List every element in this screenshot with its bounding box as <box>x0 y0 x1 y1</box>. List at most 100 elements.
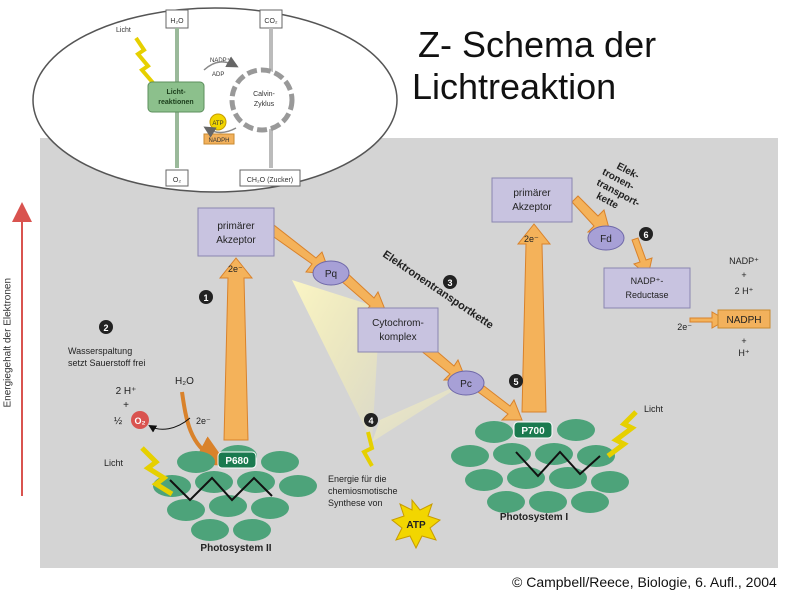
p700-label: P700 <box>521 426 545 437</box>
energy-line2: chemiosmotische <box>328 486 398 496</box>
inset-light: Licht <box>116 27 131 34</box>
two-h-ps2: 2 H⁺ <box>116 386 137 397</box>
nadp-reductase-line2: Reductase <box>625 290 668 300</box>
inset-o2-box <box>165 169 189 187</box>
step-4-number: 4 <box>368 416 373 426</box>
arrow-acc2-fd <box>571 195 611 233</box>
inset-arrow-atp <box>203 126 237 138</box>
energy-bolt-icon <box>361 431 375 467</box>
inset-atp: ATP <box>212 121 223 127</box>
inset-thylakoid <box>147 81 205 113</box>
title-line2: Lichtreaktion <box>412 66 617 107</box>
primary-acceptor-1 <box>197 207 275 257</box>
e-acc1: 2e⁻ <box>228 264 243 274</box>
energy-beam-2 <box>372 380 470 442</box>
inset-h2o: H₂O <box>170 18 184 25</box>
light-ps1-icon <box>606 410 638 458</box>
photosystem-2: P680 <box>153 445 317 541</box>
step-6: 6 <box>639 227 653 241</box>
inset-atp-icon <box>209 113 227 131</box>
inset-nadph-box <box>203 133 235 145</box>
credit-line: © Campbell/Reece, Biologie, 6. Aufl., 20… <box>512 574 777 590</box>
o2-label: O₂ <box>135 416 146 426</box>
step-3-number: 3 <box>447 278 452 288</box>
step-5-number: 5 <box>513 377 518 387</box>
light-ps2-label: Licht <box>104 458 124 468</box>
h-plus: H⁺ <box>738 348 749 358</box>
chloroplast-inset: H₂O CO₂ Licht Licht- reaktionen NADP⁺ AD… <box>32 7 398 193</box>
inset-lightning-icon <box>134 36 156 86</box>
arrow-pc-p700 <box>477 385 523 421</box>
acceptor1-line2: Akzeptor <box>216 235 256 246</box>
p680-label: P680 <box>225 456 249 467</box>
acceptor2-line1: primärer <box>513 188 551 199</box>
title-line1: Z- Schema der <box>418 24 657 65</box>
water-split-line2: setzt Sauerstoff frei <box>68 358 145 368</box>
inset-sugar: CH₂O (Zucker) <box>247 177 293 184</box>
inset-sugar-box <box>239 169 301 187</box>
inset-arrow-nadp <box>203 56 239 71</box>
inset-adp: ADP <box>212 72 224 78</box>
nadp-reductase <box>603 267 691 309</box>
ps2-excitation-arrow <box>218 257 254 441</box>
energy-line1: Energie für die <box>328 474 387 484</box>
step-5: 5 <box>509 374 523 388</box>
inset-lichtreaktionen-1: Licht- <box>166 89 186 96</box>
ps2-energy-transfer <box>169 476 273 502</box>
ps1-energy-transfer <box>515 450 601 478</box>
y-axis-label: Energiegehalt der Elektronen <box>2 277 14 408</box>
fd-label: Fd <box>600 234 612 245</box>
pc-label: Pc <box>460 379 472 390</box>
acceptor2-line2: Akzeptor <box>512 202 552 213</box>
plus-2: + <box>741 336 746 346</box>
water-split-line1: Wasserspaltung <box>68 346 132 356</box>
pq-carrier <box>312 260 350 286</box>
etc2-label-group: Elek- tronen- transport- kette <box>594 161 641 212</box>
h2o-label: H₂O <box>175 376 194 387</box>
step-3: 3 <box>443 275 457 289</box>
inset-o2: O₂ <box>173 177 181 184</box>
step-1: 1 <box>199 290 213 304</box>
nadph-label: NADPH <box>726 315 761 326</box>
cytochrome-complex <box>357 307 439 353</box>
ps1-label: Photosystem I <box>500 512 569 523</box>
photosystem-1: P700 <box>451 419 629 513</box>
e-ps2: 2e⁻ <box>196 416 211 426</box>
arrow-pq-cyt <box>339 271 387 313</box>
atp-label: ATP <box>406 520 426 531</box>
step-4: 4 <box>364 413 378 427</box>
inset-calvin-1: Calvin- <box>253 91 275 98</box>
arrow-fd-reductase <box>631 237 653 277</box>
acceptor1-line1: primärer <box>217 221 255 232</box>
light-ps1-label: Licht <box>644 404 664 414</box>
ps1-excitation-arrow <box>516 223 552 413</box>
nadp-reductase-line1: NADP⁺- <box>631 276 664 286</box>
step-1-number: 1 <box>203 293 208 303</box>
nadp-plus: NADP⁺ <box>729 256 759 266</box>
oxygen-icon <box>131 411 149 429</box>
cytochrom-line2: komplex <box>379 332 416 343</box>
water-split-arrow <box>148 417 191 433</box>
p680-center <box>217 451 257 469</box>
inset-lichtreaktionen-2: reaktionen <box>158 99 193 106</box>
inset-nadph: NADPH <box>208 138 229 144</box>
plus-1: + <box>741 270 746 280</box>
primary-acceptor-2 <box>491 177 573 223</box>
inset-nadp: NADP⁺ <box>210 57 230 64</box>
cytochrom-line1: Cytochrom- <box>372 318 424 329</box>
e-acc2: 2e⁻ <box>524 234 539 244</box>
pc-carrier <box>447 370 485 396</box>
p700-center <box>513 421 553 439</box>
two-h-plus: 2 H⁺ <box>735 286 754 296</box>
step-6-number: 6 <box>643 230 648 240</box>
inset-calvin-2: Zyklus <box>254 101 275 108</box>
slide-title: Z- Schema der Lichtreaktion <box>412 24 656 108</box>
inset-calvin-cycle <box>229 67 295 133</box>
half-label: ½ <box>114 416 123 427</box>
e-minus-reductase: 2e⁻ <box>677 322 692 332</box>
plus-ps2: + <box>123 400 129 411</box>
light-ps2-icon <box>140 446 174 497</box>
fd-carrier <box>587 225 625 251</box>
